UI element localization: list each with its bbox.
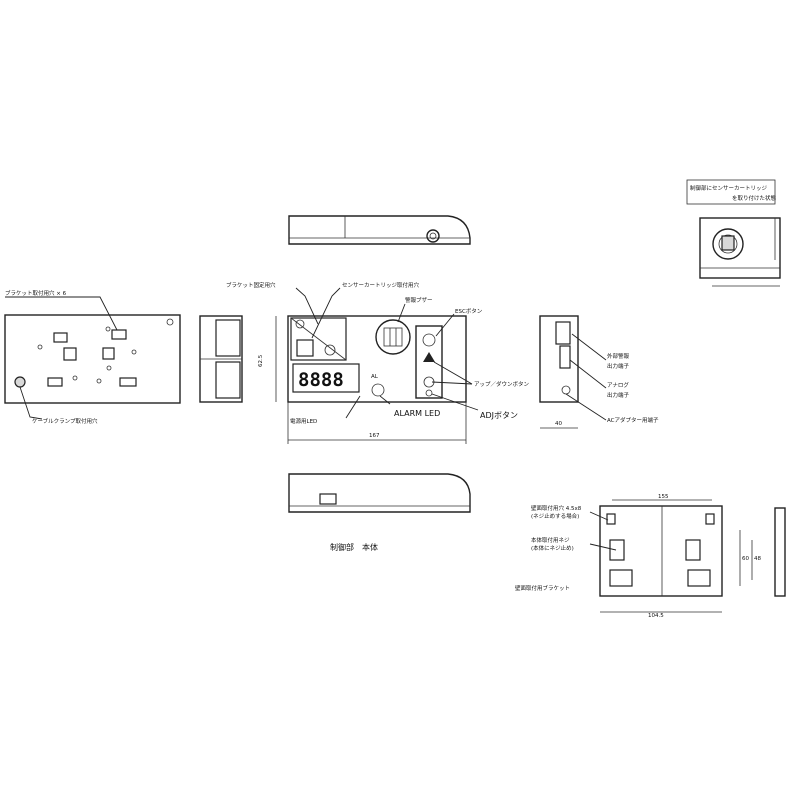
detail-note-1: 制御部にセンサーカートリッジ — [690, 184, 768, 192]
label-sensor-cartridge-holes: センサーカートリッジ取付用穴 — [342, 281, 420, 289]
label-bracket-holes: ブラケット取付用穴 × 6 — [5, 289, 67, 297]
label-up-down-button: アップ／ダウンボタン — [474, 380, 530, 388]
panel-brand: AL — [371, 374, 379, 380]
bottom-view: 制御部 本体 — [288, 473, 471, 552]
bracket-note-1: 壁面取付用穴 4.5x8 — [531, 504, 582, 512]
label-alarm-buzzer: 警報ブザー — [405, 296, 433, 304]
label-esc-button: ESCボタン — [455, 307, 483, 315]
detail-view: 制御部にセンサーカートリッジ を取り付けた状態 — [686, 179, 781, 287]
bracket-view: 104.5 155 60 48 壁面取付用穴 4.5x8 (ネジ止めする場合) … — [515, 494, 786, 619]
label-alarm-led: ALARM LED — [394, 409, 440, 418]
label-power-led: 電源用LED — [290, 417, 317, 425]
label-bracket-fix-holes: ブラケット固定用穴 — [226, 281, 276, 289]
label-adj-button: ADJボタン — [480, 411, 518, 420]
bracket-title: 壁面取付用ブラケット — [515, 584, 570, 592]
bracket-note-3: 本体取付用ネジ — [531, 536, 570, 544]
left-side-view — [199, 315, 243, 403]
label-cable-clamp-holes: ケーブルクランプ取付用穴 — [32, 417, 98, 425]
bracket-dim-right2: 48 — [754, 556, 761, 562]
dim-depth: 40 — [555, 421, 562, 427]
bracket-note-2: (ネジ止めする場合) — [531, 512, 579, 520]
label-output-terminal-2: 出力端子 — [607, 391, 630, 399]
dim-width: 167 — [369, 433, 380, 439]
bracket-dim-bottom: 104.5 — [648, 613, 664, 619]
label-output-terminal: 出力端子 — [607, 362, 630, 370]
dim-height: 62.5 — [258, 354, 264, 367]
back-view: ブラケット取付用穴 × 6 ケーブルクランプ取付用穴 — [4, 289, 181, 425]
front-view: 8888 AL 62.5 167 ブラケット固定用穴 センサーカートリッジ取付用… — [226, 281, 530, 444]
label-analog: アナログ — [607, 381, 629, 389]
label-outer-alarm: 外部警報 — [607, 352, 630, 360]
bracket-dim-right: 60 — [742, 556, 749, 562]
display-value: 8888 — [298, 369, 344, 391]
title: 制御部 本体 — [330, 542, 378, 552]
top-view — [288, 215, 471, 245]
detail-note-2: を取り付けた状態 — [732, 194, 777, 202]
right-side-view: 40 外部警報 出力端子 アナログ 出力端子 ACアダプター用端子 — [539, 315, 659, 429]
label-ac-adapter: ACアダプター用端子 — [607, 416, 659, 424]
bracket-dim-top: 155 — [658, 494, 669, 500]
bracket-note-4: (本体にネジ止め) — [531, 544, 574, 552]
